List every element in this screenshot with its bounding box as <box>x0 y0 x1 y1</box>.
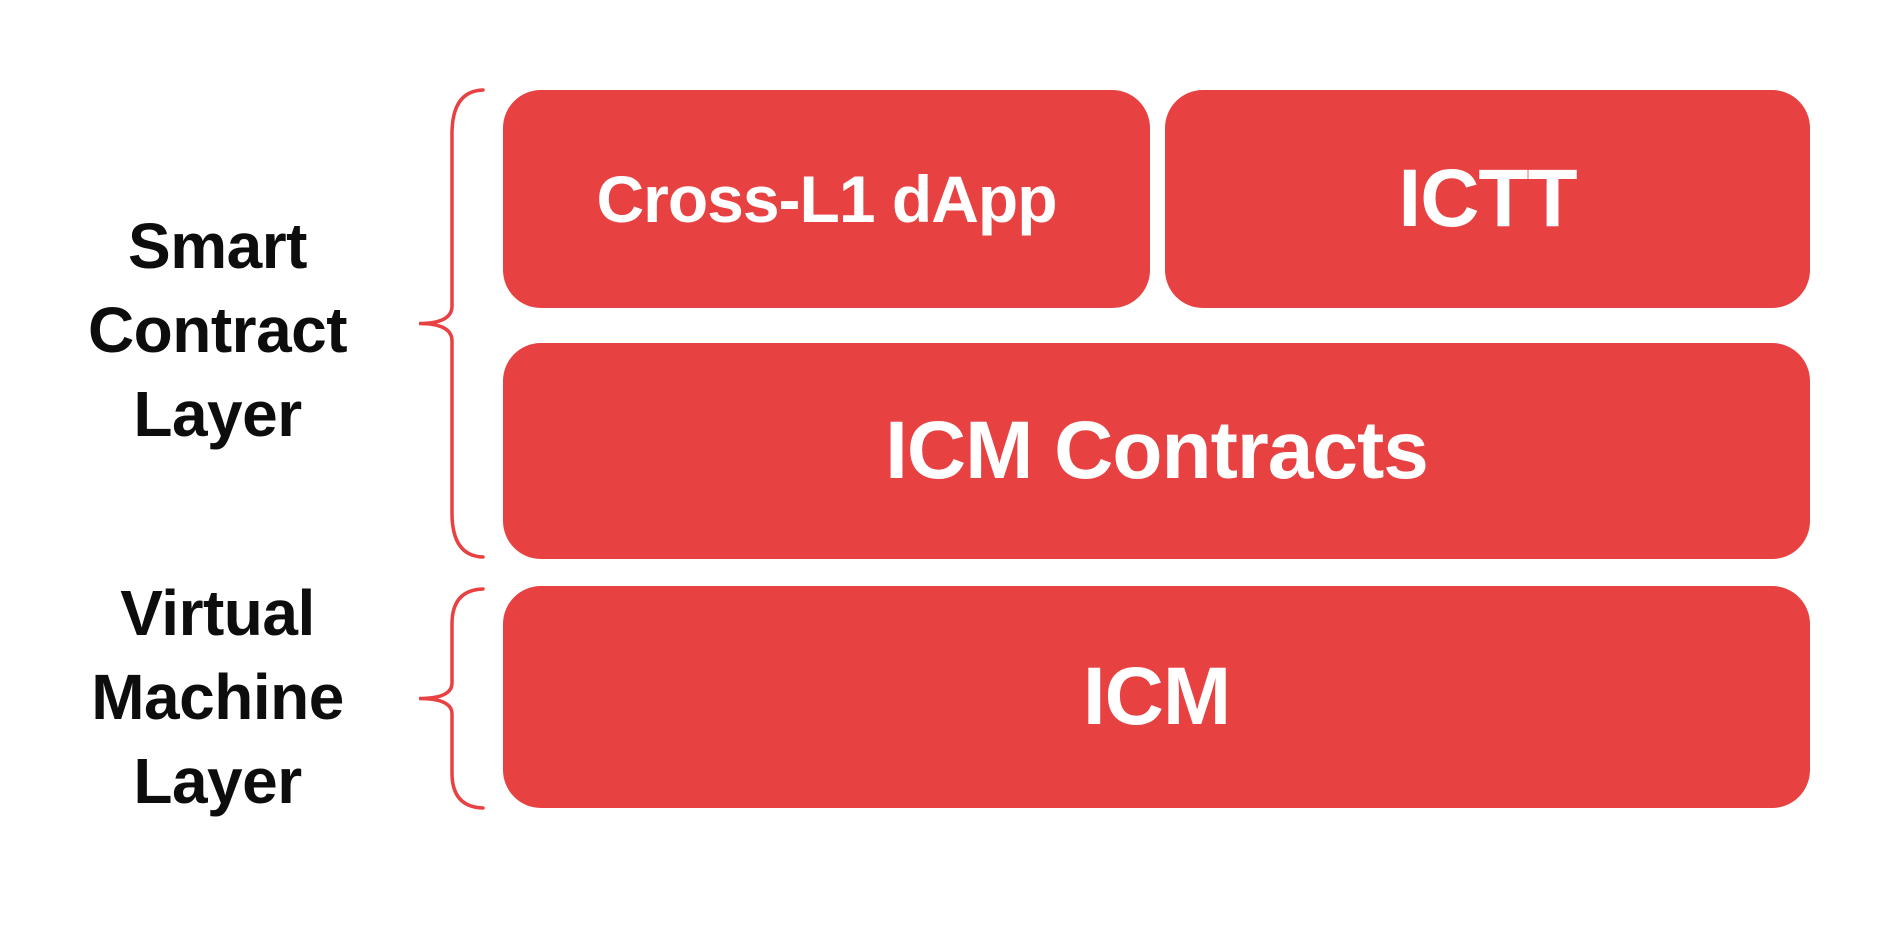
label-line-1: Virtual <box>120 577 315 649</box>
icm-contracts-box-label: ICM Contracts <box>885 405 1429 496</box>
cross-l1-dapp-box: Cross-L1 dApp <box>503 90 1150 308</box>
label-line-3: Layer <box>133 745 302 817</box>
icm-contracts-box: ICM Contracts <box>503 343 1810 559</box>
smart-contract-layer-label: Smart Contract Layer <box>0 204 435 456</box>
ictt-box-label: ICTT <box>1398 153 1577 244</box>
curly-brace-icon <box>418 587 485 810</box>
icm-box: ICM <box>503 586 1810 808</box>
ictt-box: ICTT <box>1165 90 1810 308</box>
curly-brace-icon <box>418 88 485 559</box>
label-line-2: Machine <box>91 661 344 733</box>
label-line-3: Layer <box>133 378 302 450</box>
label-line-2: Contract <box>87 294 348 366</box>
virtual-machine-layer-label: Virtual Machine Layer <box>0 571 435 823</box>
icm-box-label: ICM <box>1082 651 1231 742</box>
cross-l1-dapp-box-label: Cross-L1 dApp <box>596 162 1057 236</box>
label-line-1: Smart <box>128 210 307 282</box>
